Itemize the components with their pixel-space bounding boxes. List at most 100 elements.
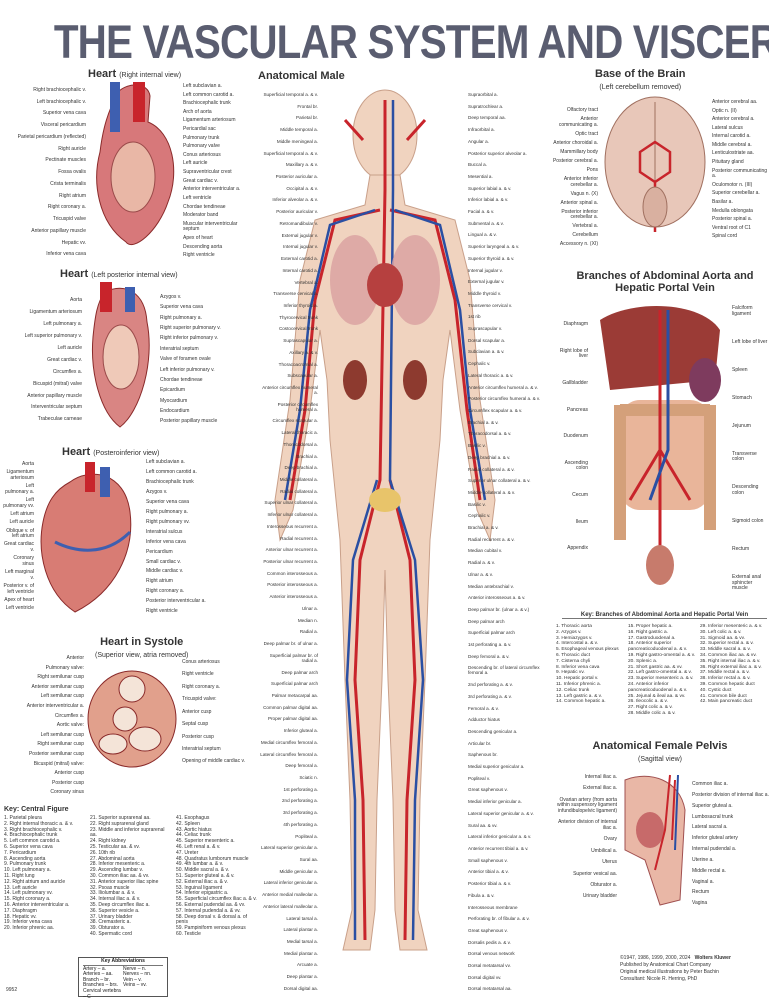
key-item: 5. Left common carotid a. (4, 838, 61, 845)
key-item: 34. Internal iliac a. & v. (90, 896, 141, 903)
callout-label: Superior vena cava (160, 304, 204, 311)
callout-label: Pectinate muscles (45, 157, 86, 164)
callout-label: Thoracodorsal a. (283, 441, 318, 447)
callout-label: Internal carotid a. (282, 267, 319, 273)
callout-label: Posterior v. of left ventricle (3, 583, 34, 595)
callout-label: Proper palmar digital aa. (267, 716, 318, 722)
callout-label: Posterior semilunar cusp (28, 750, 84, 757)
key-item: 39. Obturator a. (90, 925, 126, 932)
callout-label: Fibula a. & v. (468, 892, 495, 898)
key-item: 32. Psoas muscle (90, 884, 130, 891)
callout-label: Superficial palmar br. of radial a. (269, 652, 318, 663)
callout-label: Left subclavian a. (183, 83, 222, 89)
callout-label: Spleen (732, 366, 748, 373)
callout-label: Posterior superior alveolar a. (468, 150, 527, 156)
callout-label: Brachial a. & v. (468, 525, 499, 531)
callout-label: Descending br. of lateral circumflex fem… (468, 665, 540, 676)
callout-label: Left auricle (183, 160, 208, 167)
key-item: 38. Inferior rectal a. & v. (700, 676, 751, 682)
callout-label: Arch of aorta (183, 108, 212, 115)
abbreviations-box: Key Abbreviations Artery – a.Nerve – n.A… (78, 957, 168, 999)
callout-label: Conus arteriosus (182, 659, 220, 665)
callout-label: Pericardium (146, 548, 173, 555)
callout-label: Septal cusp (182, 721, 209, 728)
key-item: 1. Thoracic aorta (556, 624, 592, 629)
callout-label: Anterior circumflex humeral a. & v. (468, 384, 538, 390)
callout-label: Small cardiac v. (146, 558, 181, 565)
key-item: 12. Right atrium and auricle (4, 878, 66, 885)
poster-title: THE VASCULAR SYSTEM AND VISCERA (53, 15, 769, 68)
callout-label: Basilar a. (712, 198, 733, 205)
key-item: 14. Left pulmonary vv. (4, 890, 53, 897)
callout-label: Right brachiocephalic v. (33, 87, 86, 93)
callout-label: Circumflex scapular a. (272, 418, 318, 424)
callout-label: Median antebrachial v. (468, 583, 514, 589)
callout-label: Ligamentum arteriosum (183, 117, 236, 124)
callout-label: Cephalic v. (468, 513, 491, 519)
key-item: 42. Spleen (176, 820, 200, 827)
callout-label: Stomach (732, 394, 752, 401)
abbreviation-item: Veins – vv. (123, 982, 147, 989)
callout-label: Opening of middle cardiac v. (182, 758, 245, 765)
callout-label: Dorsal digital vv. (468, 974, 502, 980)
heart1-right-labels: Left subclavian a.Left common carotid a.… (183, 83, 255, 259)
callout-label: Right atrium (59, 192, 86, 199)
callout-label: Uterus (602, 859, 617, 866)
key-item: 36. Superior vesicle a. (90, 907, 140, 914)
callout-label: Cephalic v. (468, 361, 491, 367)
callout-label: Anterior papillary muscle (31, 227, 86, 234)
key-item: 4. Brachiocephalic trunk (4, 832, 58, 839)
callout-label: Tricuspid valve (52, 216, 86, 223)
callout-label: Pericardial sac (183, 126, 216, 133)
callout-label: Inferior vena cava (146, 538, 186, 545)
callout-label: Posterior spinal a. (712, 216, 753, 223)
key-item: 12. Celiac trunk (556, 687, 590, 693)
callout-label: Common palmar digital aa. (263, 704, 318, 710)
key-item: 6. Superior vena cava (4, 843, 53, 850)
callout-label: Supratrochlear a. (468, 103, 504, 109)
callout-label: Posterior circumflex humeral a. & v. (468, 396, 541, 402)
callout-label: Pulmonary valve: (45, 664, 84, 671)
callout-label: Dorsal scapular a. (468, 337, 506, 343)
brain-base-illustration (604, 96, 706, 232)
abdominal-key-title: Key: Branches of Abdominal Aorta and Hep… (562, 612, 767, 619)
abbreviations-title: Key Abbreviations (83, 958, 163, 966)
callout-label: Facial a. & v. (468, 209, 495, 215)
callout-label: Right coronary a. (146, 588, 185, 595)
callout-label: Interosseous membrane (468, 904, 518, 910)
callout-label: Anterior interosseous a. & v. (468, 595, 526, 601)
callout-label: Median cubital v. (468, 548, 503, 554)
callout-label: Superficial temporal a. & v. (263, 150, 318, 156)
callout-label: Right pulmonary a. (146, 508, 188, 515)
callout-label: Ventral root of C1 (712, 224, 751, 231)
key-item: 6. Thoracic duct (556, 652, 591, 658)
key-item: 15. Proper hepatic a. (628, 624, 673, 629)
callout-label: Superior ulnar collateral a. (264, 500, 318, 506)
callout-label: Descending aorta (183, 243, 223, 250)
callout-label: Bicuspid (mitral) valve: (33, 760, 84, 767)
callout-label: Right ventricle (182, 671, 214, 678)
callout-label: Basilic v. (468, 501, 486, 507)
key-item: 60. Testicle (176, 930, 201, 937)
key-item: 33. Iliolumbar a. & v. (90, 890, 136, 897)
callout-label: Great saphenous v. (468, 787, 508, 793)
key-item: 30. Common iliac aa. & vv. (90, 872, 150, 879)
key-item: 19. Inferior vena cava (4, 919, 53, 926)
callout-label: Posterior circumflex humeral a. (277, 401, 318, 412)
key-item: 56. External pudendal aa. & vv. (176, 901, 246, 908)
callout-label: Popliteal v. (468, 775, 491, 781)
key-item: 48. Quadratus lumborum muscle (176, 855, 249, 862)
callout-label: Left ventricle (183, 194, 212, 201)
callout-label: Medial circumflex femoral a. (260, 739, 318, 745)
callout-label: Anterior recurrent tibial a. & v. (468, 846, 529, 851)
key-item: 23. Middle and inferior suprarenal aa. (90, 826, 165, 839)
key-item: 28. Inferior mesenteric a. (90, 861, 146, 868)
callout-label: Optic n. (II) (712, 107, 737, 114)
callout-label: Anterior division of internal iliac a. (558, 819, 617, 831)
callout-label: Dorsalis pedis a. & v. (468, 939, 511, 945)
callout-label: Posterior cusp (52, 779, 84, 786)
key-item: 46. Left renal a. & v. (176, 843, 221, 850)
heart-left-posterior-illustration (92, 282, 150, 428)
